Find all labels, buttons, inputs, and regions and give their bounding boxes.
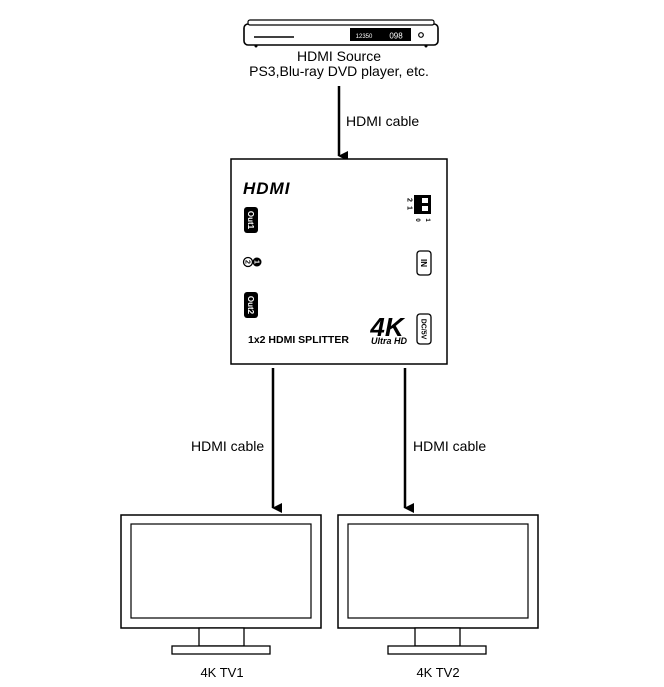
player-display-value: 098 [389,32,403,41]
out1-port-label: Out1 [246,211,255,230]
badge-ultra-hd: Ultra HD [371,336,408,346]
tv2-screen [347,523,529,619]
tv1-screen [130,523,312,619]
out1-cable-label: HDMI cable [191,438,264,454]
splitter-box: HDMI Out1 2 1 Out2 1 2 0 1 IN 4K Ultra H… [230,158,448,365]
led-1-label: 1 [253,260,260,264]
splitter-model-label: 1x2 HDMI SPLITTER [248,334,349,346]
tv2-neck [414,627,461,647]
splitter-housing [230,158,448,365]
dip-label-2: 2 [406,198,413,202]
hdmi-logo: HDMI [243,179,291,198]
power-port-label: DC/5V [420,319,427,340]
hdmi-source-device: 12350 098 [243,19,439,48]
power-button-icon [418,32,424,38]
out1-port [244,207,258,233]
foot-right [424,44,428,48]
led-2-label: 2 [244,260,251,264]
out2-port [244,292,258,318]
badge-4k: 4K [369,312,405,342]
dip-label-1: 1 [406,206,413,210]
out2-cable-label: HDMI cable [413,438,486,454]
dip-switch-toggle-1 [422,198,428,203]
tv1-base [171,645,271,655]
foot-left [254,44,258,48]
source-title: HDMI Source [297,48,381,64]
input-cable-label: HDMI cable [346,113,419,129]
out2-port-label: Out2 [246,296,255,315]
tv2-label: 4K TV2 [416,665,459,680]
source-subtitle: PS3,Blu-ray DVD player, etc. [249,63,429,79]
tv2-monitor [337,514,539,655]
in-port [416,250,432,276]
tv1-label: 4K TV1 [200,665,243,680]
tv1-monitor [120,514,322,655]
player-display-counter: 12350 [356,34,373,40]
dip-switch-toggle-2 [422,206,428,211]
in-port-label: IN [419,259,428,267]
player-top [247,19,435,26]
player-display-panel [350,28,411,41]
power-port [416,313,432,345]
tv1-neck [198,627,245,647]
dip-position-1: 1 [424,218,430,222]
tv2-base [387,645,487,655]
dip-switch [414,195,431,214]
led-1-icon [252,257,262,267]
dip-position-0: 0 [414,218,420,222]
